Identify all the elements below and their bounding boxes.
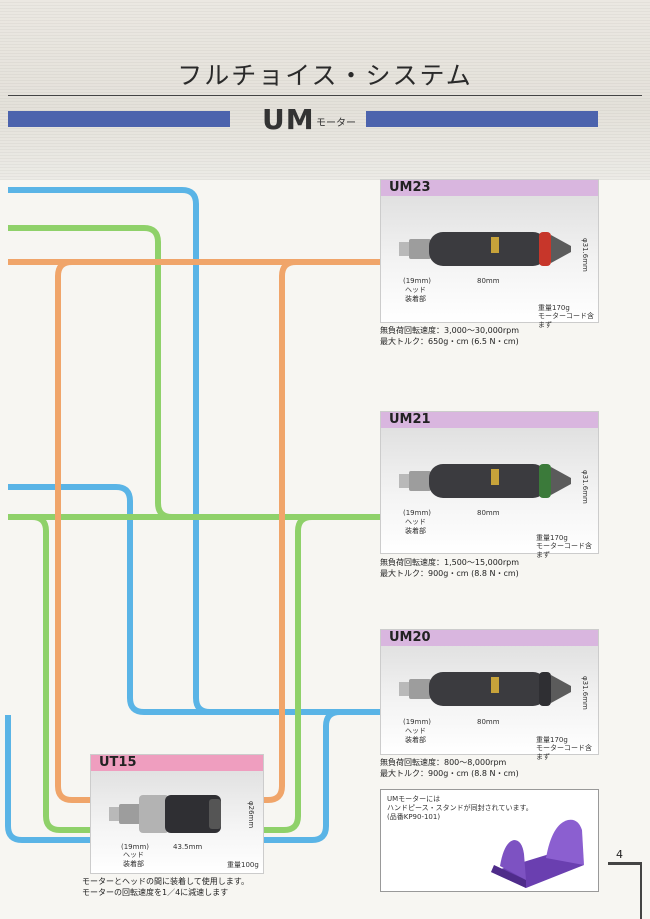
page-title: フルチョイス・システム: [177, 61, 473, 90]
product-card-um20: UM20 (19mm) ヘッド 装着部 80mm φ31.6mm 重量170g …: [380, 629, 599, 761]
page-marker-bar: [608, 862, 642, 865]
section-bar-right: [366, 111, 598, 127]
adapter-image: [109, 795, 221, 833]
card-header: UM21: [381, 412, 598, 428]
green-line-left: [31, 514, 90, 833]
blue-line-top: [8, 187, 380, 715]
product-card-um23: UM23 (19mm) ヘッド 装着部 80mm φ31.6mm 重量170g …: [380, 179, 599, 329]
dim-diameter: φ31.6mm: [581, 470, 589, 504]
weight-note: モーターコード含まず: [536, 744, 592, 761]
blue-line-right: [262, 709, 380, 843]
dim-head-label: ヘッド 装着部: [405, 518, 426, 535]
orange-line-left: [55, 259, 90, 803]
section-subtitle: モーター: [316, 118, 356, 129]
weight-note: モーターコード含まず: [536, 542, 592, 559]
dim-head: (19mm): [121, 843, 150, 851]
card-header: UT15: [91, 755, 263, 771]
handpiece-stand-image: [491, 819, 584, 888]
weight: 重量170g: [538, 304, 570, 312]
weight-note: モーターコード含まず: [538, 312, 594, 329]
orange-line-right: [262, 259, 297, 803]
dim-diameter: φ31.6mm: [581, 676, 589, 710]
motor-image: [399, 232, 571, 266]
spec-speed-um20: 無負荷回転速度：800〜8,000rpm: [380, 758, 507, 767]
product-name: UT15: [99, 755, 137, 770]
blue-line-mid: [8, 484, 380, 715]
ut15-desc-1: モーターとヘッドの間に装着して使用します。: [82, 877, 249, 886]
section-bar-left: [8, 111, 230, 127]
dim-length: 80mm: [477, 277, 500, 285]
stand-note-line1: UMモーターには: [387, 795, 441, 803]
dim-head-label: ヘッド 装着部: [405, 286, 426, 303]
motor-image: [399, 672, 571, 706]
green-line-right: [262, 514, 313, 833]
spec-torque-um21: 最大トルク：900g・cm (8.8 N・cm): [380, 569, 519, 578]
page-marker-edge: [640, 862, 642, 919]
ut15-desc-2: モーターの回転速度を1／4に減速します: [82, 888, 229, 897]
header-band: [0, 0, 650, 180]
dim-head: (19mm): [403, 509, 432, 517]
weight: 重量170g: [536, 736, 568, 744]
card-header: UM23: [381, 180, 598, 196]
dim-length: 80mm: [477, 509, 500, 517]
stand-note-line2: ハンドピース・スタンドが同封されています。: [387, 804, 533, 812]
dim-length: 43.5mm: [173, 843, 203, 851]
spec-speed-um21: 無負荷回転速度：1,500〜15,000rpm: [380, 558, 520, 567]
stand-note: UMモーターには ハンドピース・スタンドが同封されています。 (品番KP90-1…: [380, 789, 599, 892]
product-name: UM21: [389, 412, 431, 427]
header-rule: [8, 95, 642, 96]
product-card-um21: UM21 (19mm) ヘッド 装着部 80mm φ31.6mm 重量170g …: [380, 411, 599, 559]
dim-head-label: ヘッド 装着部: [405, 727, 426, 744]
dim-length: 80mm: [477, 718, 500, 726]
stand-note-text: UMモーターには ハンドピース・スタンドが同封されています。 (品番KP90-1…: [387, 795, 533, 822]
stand-note-line3: (品番KP90-101): [387, 813, 441, 821]
dim-head-label: ヘッド 装着部: [123, 851, 144, 868]
spec-torque-um20: 最大トルク：900g・cm (8.8 N・cm): [380, 769, 519, 778]
product-name: UM23: [389, 180, 431, 195]
product-name: UM20: [389, 630, 431, 645]
dim-diameter: φ26mm: [247, 801, 255, 829]
blue-line-bottom: [5, 715, 90, 843]
section-title: UM: [262, 103, 315, 136]
spec-speed-um23: 無負荷回転速度：3,000〜30,000rpm: [380, 326, 520, 335]
product-card-ut15: UT15 (19mm) ヘッド 装着部 43.5mm φ26mm 重量100g: [90, 754, 264, 874]
dim-head: (19mm): [403, 277, 432, 285]
dim-head: (19mm): [403, 718, 432, 726]
spec-torque-um23: 最大トルク：650g・cm (6.5 N・cm): [380, 337, 519, 346]
card-header: UM20: [381, 630, 598, 646]
page-number: 4: [616, 848, 623, 861]
weight: 重量170g: [536, 534, 568, 542]
weight: 重量100g: [227, 861, 259, 869]
dim-diameter: φ31.6mm: [581, 238, 589, 272]
motor-image: [399, 464, 571, 498]
